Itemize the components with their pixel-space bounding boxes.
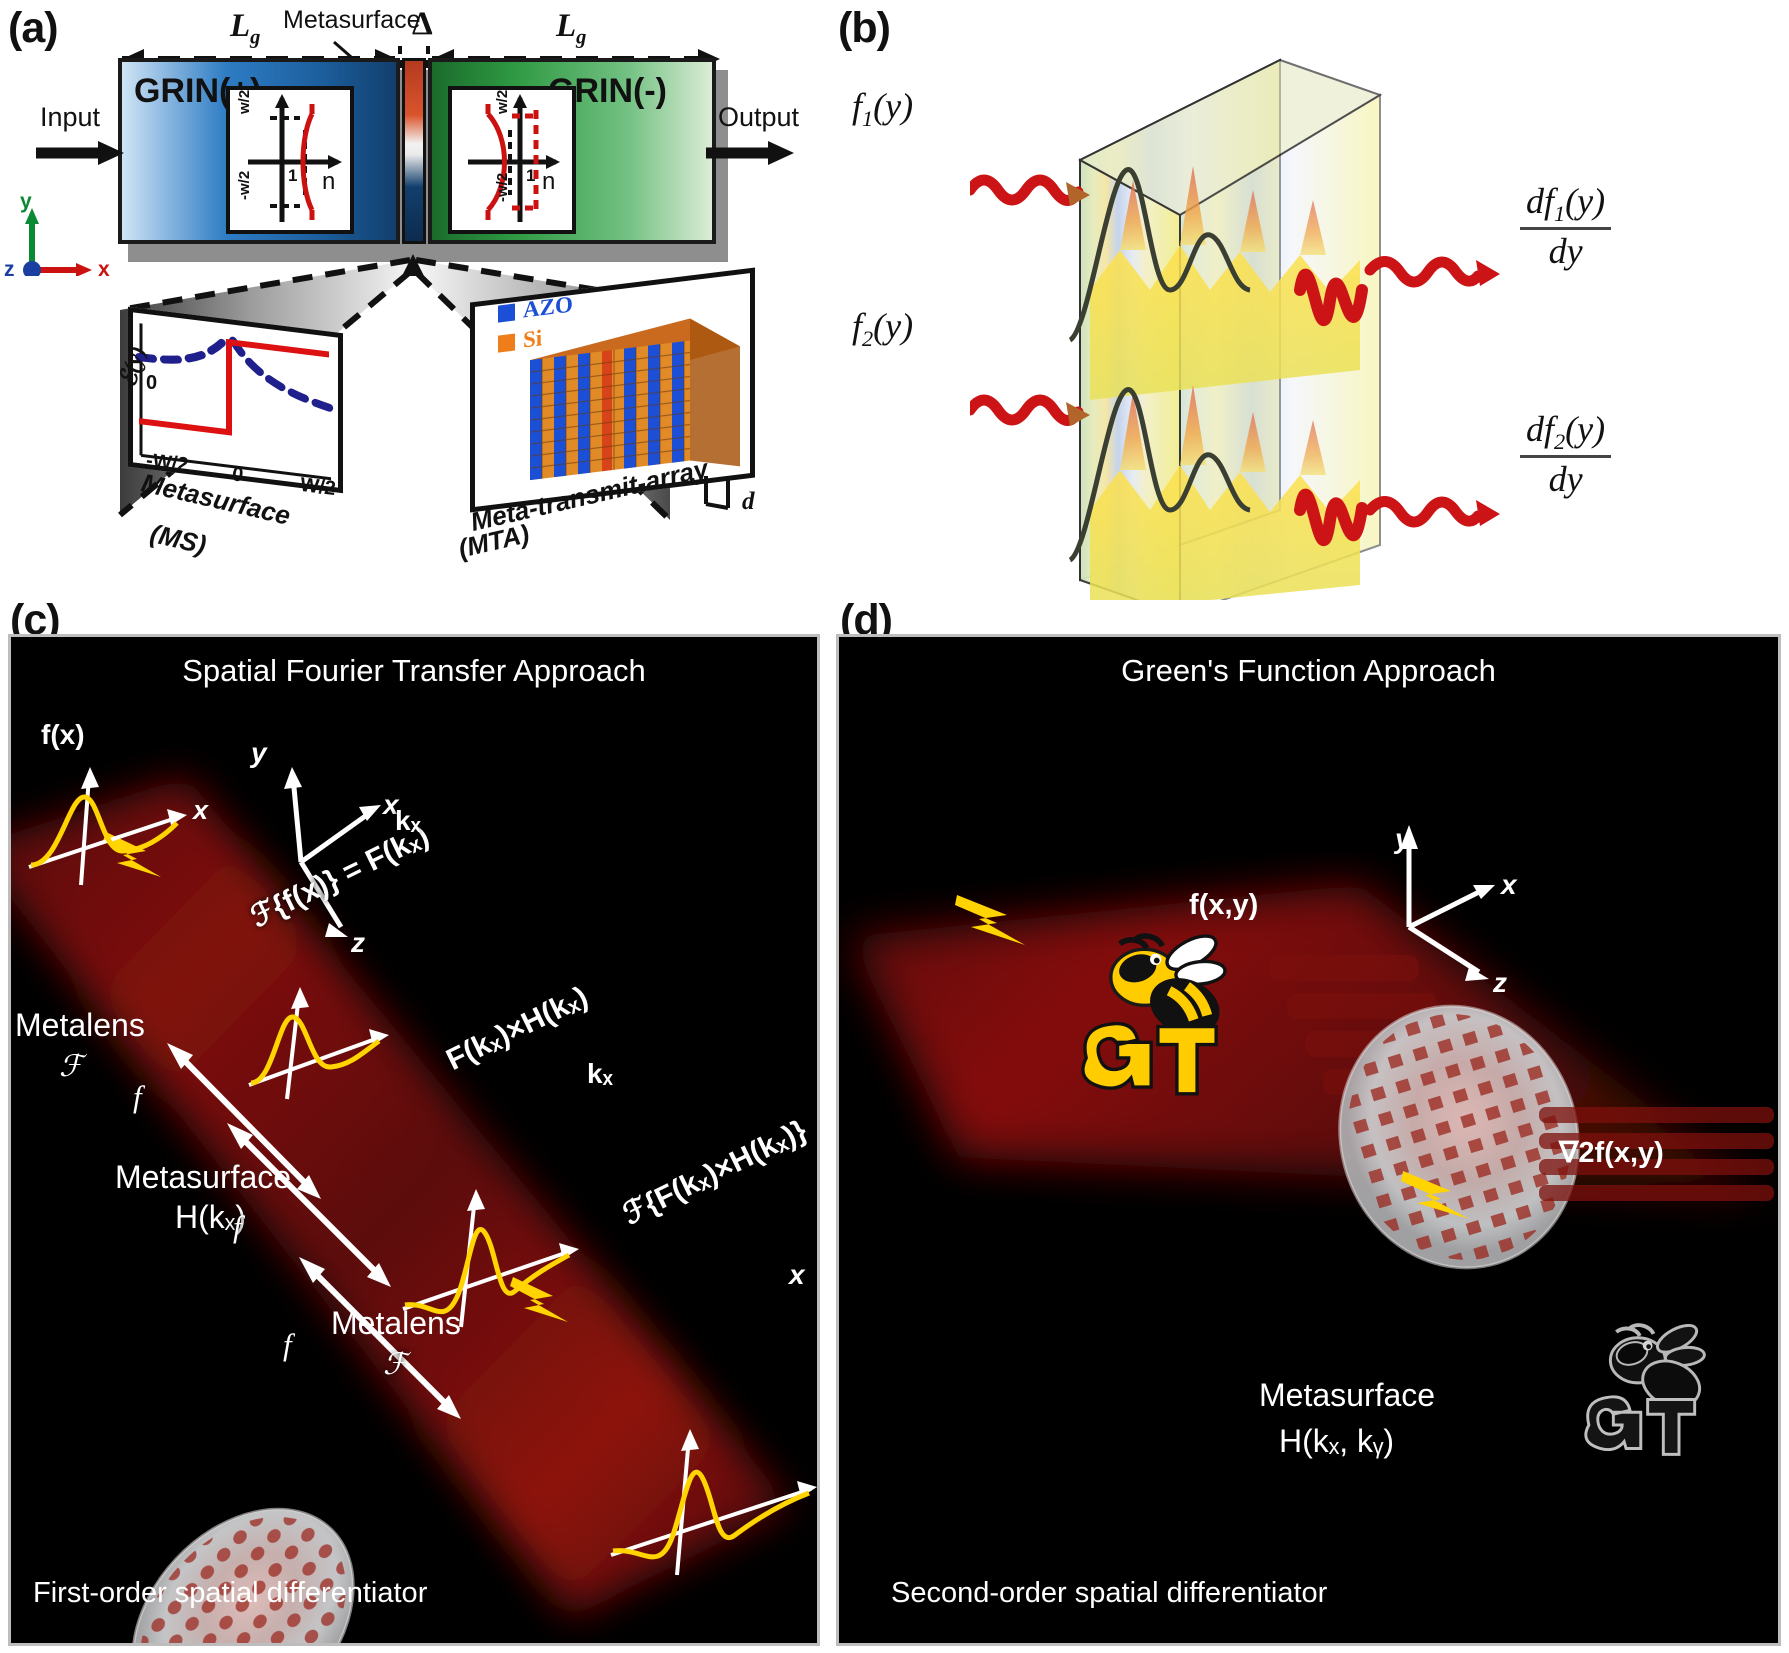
- d-metasurface-symbol: H(kₓ, kᵧ): [1279, 1423, 1394, 1459]
- axis-x-label-a: x: [98, 258, 110, 281]
- d-output-function-label: ∇2f(x,y): [1559, 1137, 1664, 1169]
- inset-pos-n-label: n: [322, 168, 336, 195]
- c-output-axis-label: x: [789, 1259, 805, 1290]
- grin-assembly: GRIN(+) GRIN(-) w/2 -w/2 1 n: [118, 58, 728, 262]
- c-distance-f-2: f: [233, 1209, 242, 1244]
- input-f1-label: f1(y): [852, 86, 914, 132]
- c-metasurface-symbol: H(kₓ): [175, 1199, 246, 1235]
- legend-label-si: Si: [523, 325, 543, 353]
- c-kx-label-2: kₓ: [587, 1058, 613, 1089]
- inset-pos-one-label: 1: [288, 166, 298, 185]
- axes-3d-panel-a: [23, 208, 92, 276]
- panel-d: Green's Function Approach: [836, 634, 1781, 1646]
- inset-pos-negw2-label: -w/2: [236, 170, 253, 200]
- panel-d-title: Green's Function Approach: [1121, 653, 1496, 688]
- c-distance-f-1: f: [133, 1079, 142, 1114]
- inset-neg-w2-label: w/2: [494, 89, 511, 114]
- ms-epsilon-plot: [128, 306, 343, 494]
- c-metalens-2-symbol: ℱ: [383, 1348, 407, 1381]
- delta-label: Δ: [412, 6, 433, 42]
- inset-neg-one-label: 1: [526, 166, 536, 185]
- mta-illustration: [470, 267, 755, 513]
- output-df1-label: df1(y) dy: [1520, 180, 1612, 272]
- input-arrow: [36, 141, 124, 165]
- input-f2-label: f2(y): [852, 306, 914, 352]
- d-axis-z: z: [1493, 967, 1507, 998]
- ms-plot-yzero: 0: [146, 372, 158, 394]
- c-input-axis-label: x: [193, 795, 209, 825]
- index-profile-inset-negative: w/2 -w/2 1 n: [448, 86, 576, 234]
- panel-d-footer: Second-order spatial differentiator: [891, 1577, 1328, 1609]
- d-metasurface-label: Metasurface: [1259, 1377, 1436, 1413]
- panel-b: (b): [830, 0, 1789, 600]
- metasurface-callout-label: Metasurface: [283, 6, 421, 34]
- mta-thickness-label: d: [742, 488, 755, 515]
- prism-slab-3d: [970, 58, 1500, 600]
- axis-z-label-a: z: [4, 258, 15, 281]
- d-axis-x: x: [1501, 869, 1517, 900]
- mta-thickness-marker: [704, 476, 730, 510]
- d-input-function-label: f(x,y): [1189, 889, 1259, 921]
- d-axis-y: y: [1395, 823, 1411, 854]
- legend-label-azo: AZO: [523, 291, 573, 323]
- c-axis-x: x: [383, 789, 399, 820]
- panel-c-title: Spatial Fourier Transfer Approach: [182, 653, 646, 688]
- legend-swatch-si: [498, 333, 515, 353]
- panel-a-tag: (a): [8, 4, 59, 52]
- lg-right-label: Lg: [556, 8, 587, 49]
- inset-neg-negw2-label: -w/2: [494, 172, 511, 202]
- inset-pos-w2-label: w/2: [236, 89, 253, 114]
- axis-y-label-a: y: [20, 190, 32, 213]
- legend-swatch-azo: [498, 303, 515, 323]
- output-label: Output: [718, 102, 800, 132]
- c-distance-f-3: f: [283, 1327, 292, 1362]
- panel-c-footer: First-order spatial differentiator: [33, 1577, 428, 1609]
- mta-legend: AZO Si: [498, 291, 573, 356]
- c-metalens-2-label: Metalens: [331, 1305, 461, 1341]
- beam-and-optics-c: [11, 767, 817, 1643]
- ms-plot-xtick-right: W/2: [298, 473, 337, 501]
- index-profile-inset-positive: w/2 -w/2 1 n: [226, 86, 354, 234]
- c-kx-label-1: kₓ: [395, 805, 421, 836]
- c-metalens-1-symbol: ℱ: [59, 1050, 83, 1083]
- panel-a: (a) Lg Lg Metasurface Δ GRIN(+) GRIN(-): [0, 0, 830, 600]
- input-label: Input: [40, 102, 101, 132]
- gt-bee-logo-input: [1081, 933, 1227, 1096]
- metasurface-strip: [402, 58, 426, 244]
- c-metasurface-label: Metasurface: [115, 1159, 292, 1195]
- gt-bee-logo-output: [1584, 1323, 1706, 1456]
- c-input-function-label: f(x): [41, 719, 85, 750]
- output-df2-label: df2(y) dy: [1520, 408, 1612, 500]
- c-metalens-1-label: Metalens: [15, 1007, 145, 1043]
- lg-left-label: Lg: [230, 8, 261, 49]
- beam-and-optics-d: [849, 825, 1774, 1456]
- c-axis-z: z: [351, 927, 365, 958]
- panel-c: Spatial Fourier Transfer Approach: [8, 634, 820, 1646]
- c-axis-y: y: [251, 737, 267, 768]
- output-arrow: [706, 141, 794, 165]
- inset-neg-n-label: n: [542, 168, 556, 195]
- panel-b-tag: (b): [838, 4, 891, 52]
